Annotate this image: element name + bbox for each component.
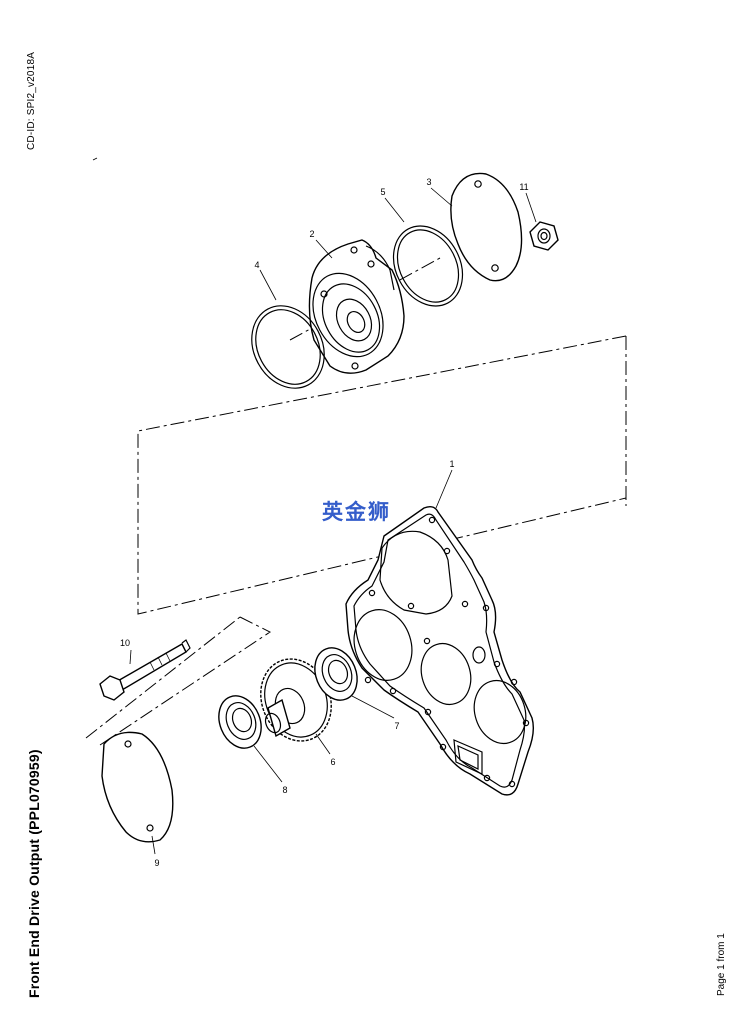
stray-mark [92,157,98,161]
watermark-logo: 英金狮 [322,500,391,524]
callout-4: 4 [254,260,259,270]
callout-1: 1 [449,459,454,469]
assembly-guide-dashline-lower [99,616,271,746]
part-10-bolt [99,639,191,701]
callout-9: 9 [154,858,159,868]
callout-10: 10 [120,638,130,648]
part-9-cover-plate [101,731,174,843]
part-11-nut [529,221,559,251]
assembly-guide-dashline-lower-2 [85,616,241,739]
part-1-gasket-plate [345,505,535,796]
part-2-bearing-housing [308,239,405,374]
callout-11: 11 [519,182,528,192]
part-4-o-ring [251,305,325,389]
callout-6: 6 [330,757,335,767]
part-3-blanking-plate [450,172,523,282]
callout-5: 5 [380,187,385,197]
callout-7: 7 [394,721,399,731]
callout-2: 2 [309,229,314,239]
part-5-o-ring [392,225,464,307]
part-8-bearing [218,695,262,749]
leader-lines [129,187,537,855]
callout-3: 3 [426,177,431,187]
part-6-gear [260,658,332,742]
callout-8: 8 [282,785,287,795]
part-7-bearing [314,647,358,701]
